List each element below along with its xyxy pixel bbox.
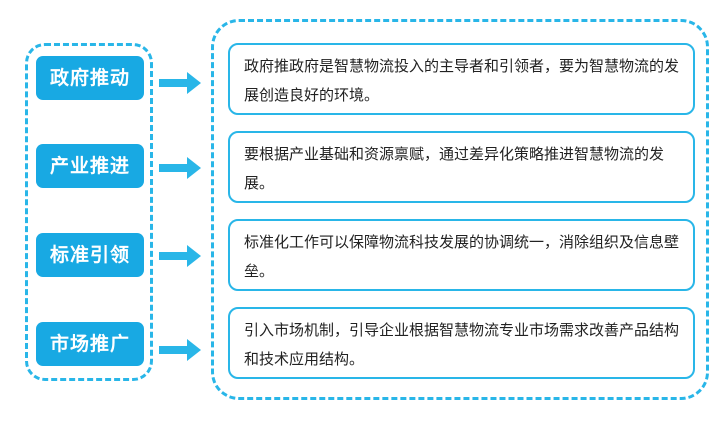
description-industry-advance: 要根据产业基础和资源禀赋，通过差异化策略推进智慧物流的发展。 bbox=[228, 131, 695, 203]
description-government-push: 政府推政府是智慧物流投入的主导者和引领者，要为智慧物流的发展创造良好的环境。 bbox=[228, 43, 695, 115]
label-standards-lead: 标准引领 bbox=[36, 233, 144, 277]
description-standards-lead: 标准化工作可以保障物流科技发展的协调统一，消除组织及信息壁垒。 bbox=[228, 219, 695, 291]
label-government-push: 政府推动 bbox=[36, 56, 144, 100]
right-arrow-icon bbox=[159, 245, 201, 267]
right-arrow-icon bbox=[159, 157, 201, 179]
right-arrow-icon bbox=[159, 72, 201, 94]
labels-group-frame bbox=[25, 43, 153, 381]
label-industry-advance: 产业推进 bbox=[36, 144, 144, 188]
description-market-promotion: 引入市场机制，引导企业根据智慧物流专业市场需求改善产品结构和技术应用结构。 bbox=[228, 307, 695, 379]
label-market-promotion: 市场推广 bbox=[36, 322, 144, 366]
right-arrow-icon bbox=[159, 339, 201, 361]
descriptions-group-frame bbox=[211, 19, 709, 400]
